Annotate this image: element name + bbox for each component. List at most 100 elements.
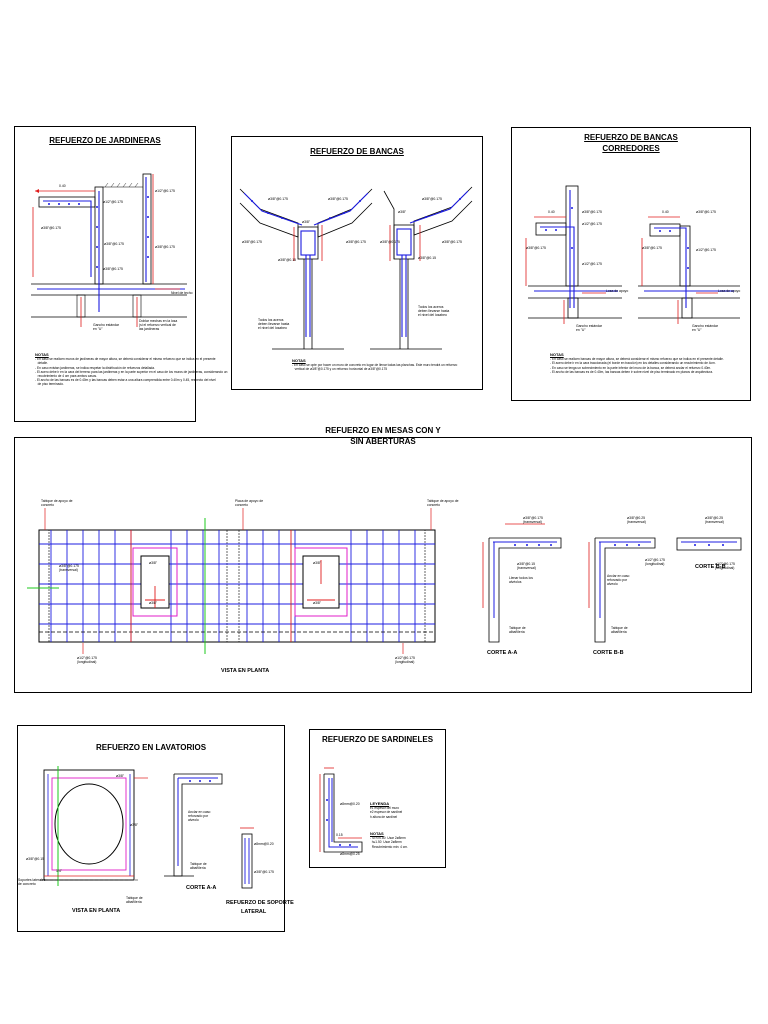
rebar-label: ø1/2"@0.175 [582, 222, 602, 226]
soporte-caption: REFUERZO DE SOPORTE [226, 900, 294, 906]
note-line: vertical de ø3/8"@0.175 y un refuerzo ho… [292, 367, 388, 372]
annot-label: Todos los aceros deben llevarse hasta el… [258, 318, 290, 330]
rebar-label: ø3/8" [313, 561, 321, 565]
plan-caption: VISTA EN PLANTA [221, 668, 270, 674]
notes-title: NOTAS [292, 358, 306, 363]
rebar-label: ø3/8"@0.15 [278, 258, 297, 262]
legend-line: h altura de sardinel [370, 814, 398, 819]
note-line: h≤1.50 Usar 2ø8mm [370, 840, 402, 845]
rebar-label: ø3/8"@0.175 [103, 267, 123, 271]
rebar-label: ø3/8" [149, 561, 157, 565]
lavatorios-drawing [40, 766, 254, 889]
note-line: - En caso se opte por hacer un muro de c… [292, 363, 458, 368]
rebar-label: ø3/8"@0.15 (transversal) [517, 562, 536, 570]
annot-label: Tabique de apoyo de concreto [427, 499, 459, 507]
panel-title: REFUERZO DE SARDINELES [321, 735, 434, 744]
annot-label: Tabique de albañilería [126, 896, 143, 904]
note-line: - El acero debe ir en la cara del terren… [35, 369, 228, 374]
rebar-label: ø1/2"@0.175 [696, 248, 716, 252]
rebar-label: ø3/8"@0.25 (transversal) [627, 516, 646, 524]
legend-line: e1 espesor del muro [370, 806, 400, 811]
note-line: de piso terminado. [35, 382, 64, 387]
rebar-label: ø3/8"@0.175 [422, 197, 442, 201]
notes-block: NOTAS - En caso se realicen muros de jar… [35, 352, 228, 387]
section-caption: CORTE A-A [487, 650, 518, 656]
note-line: - En caso existan jardineras, se indica … [35, 365, 155, 370]
panel-sardineles: REFUERZO DE SARDINELES ø8mm@0.20 ø8mm@0.… [309, 729, 446, 868]
panel-bancas: REFUERZO DE BANCAS [231, 136, 483, 390]
panel-jardineras: REFUERZO DE JARDINERAS [14, 126, 227, 422]
panel-subtitle: CORREDORES [602, 144, 660, 153]
annot-label: Losa de apoyo [718, 289, 741, 293]
panel-title: REFUERZO EN MESAS CON Y [325, 426, 441, 435]
rebar-label: ø3/8"@0.175 [346, 240, 366, 244]
rebar-label: ø1/2"@0.175 [582, 262, 602, 266]
annot-label: Tabique de apoyo de concreto [41, 499, 73, 507]
dim-label: 0.40 [59, 184, 66, 188]
section-caption: CORTE B-B [593, 650, 624, 656]
annot-label: Tabique de albañilería [611, 626, 628, 634]
rebar-label: ø3/8"@0.175 [254, 870, 274, 874]
note-line: - El ancho de las bancas es de 0.40m, la… [550, 369, 714, 374]
rebar-label: ø8mm@0.20 [254, 842, 274, 846]
rebar-label: ø3/8"@0.175 [242, 240, 262, 244]
panel-lavatorios: REFUERZO EN LAVATORIOS ø3/8" ø3/8" Sopor… [17, 725, 294, 932]
annot-label: Soportes laterales de concreto [18, 878, 46, 886]
note-line: detalle. [35, 361, 48, 366]
dim-label: 1/4" [56, 869, 62, 873]
note-line: recubrimiento de 4 cm para ambos casos. [35, 374, 98, 379]
annot-label: Gancho estándar en "U" [93, 323, 120, 331]
note-line: Recubrimiento min: 4 cm. [370, 844, 408, 849]
rebar-label: ø3/8" [302, 220, 310, 224]
soporte-caption: LATERAL [241, 909, 267, 915]
legend-block: LEYENDA e1 espesor del muro e2 espesor d… [370, 801, 403, 819]
rebar-label: ø3/8" [313, 601, 321, 605]
panel-title: REFUERZO DE JARDINERAS [49, 136, 161, 145]
legend-line: e2 espesor de sardinel [370, 810, 403, 815]
section-caption: CORTE A-A [186, 885, 217, 891]
annot-label: Nivel de techo [171, 291, 193, 295]
note-line: - El acero debe ir en la cara traccionad… [550, 361, 716, 366]
notes-title: NOTAS [370, 831, 384, 836]
rebar-label: ø3/8"@0.15 [418, 256, 437, 260]
rebar-label: ø3/8" [398, 210, 406, 214]
panel-mesas: REFUERZO EN MESAS CON Y REFUERZO EN MESA… [14, 426, 752, 693]
annot-label: Placa de apoyo de concreto [235, 499, 264, 507]
rebar-label: ø3/8"@0.25 (transversal) [705, 516, 724, 524]
rebar-label: ø3/8"@0.175 (transversal) [523, 516, 543, 524]
note-line: - En caso se realicen bancas de mayor al… [550, 357, 724, 362]
annot-label: Gancho estándar en "U" [692, 324, 719, 332]
panel-title: REFUERZO EN LAVATORIOS [95, 743, 207, 752]
panel-subtitle: SIN ABERTURAS [350, 437, 416, 446]
rebar-label: ø3/8"@0.175 [41, 226, 61, 230]
note-line: - En caso se realicen muros de jardinera… [35, 357, 216, 362]
notes-block: NOTAS - Si h>0.80 Usar 2ø8mm h≤1.50 Usar… [370, 831, 408, 849]
panel-bancas-corredores: REFUERZO DE BANCAS CORREDORES [511, 127, 751, 401]
annot-label: Todos los aceros deben llevarse hasta el… [418, 305, 450, 317]
rebar-label: ø3/8" [116, 774, 124, 778]
dim-label: 0.40 [548, 210, 555, 214]
rebar-label: ø8mm@0.20 [340, 802, 360, 806]
annot-label: Anclar en caso reforzado por alveolo [607, 574, 630, 586]
rebar-label: ø3/8"@0.175 [582, 210, 602, 214]
rebar-label: ø1/2"@0.175 (longitudinal) [715, 562, 735, 570]
bancas-drawing [239, 186, 473, 350]
notes-block: NOTAS - En caso se realicen bancas de ma… [550, 352, 724, 374]
rebar-label: ø3/8"@0.175 [104, 242, 124, 246]
rebar-label: ø1/2"@0.175 (longitudinal) [395, 656, 415, 664]
notes-title: NOTAS [35, 352, 49, 357]
sardineles-drawing [319, 767, 363, 853]
rebar-label: ø3/8"@0.175 [268, 197, 288, 201]
plan-caption: VISTA EN PLANTA [72, 908, 121, 914]
rebar-label: ø3/8"@0.175 [380, 240, 400, 244]
notes-title: NOTAS [550, 352, 564, 357]
rebar-label: ø3/8" [130, 823, 138, 827]
note-line: - El ancho de las bancas es de 0.40m y l… [35, 378, 216, 383]
rebar-label: ø1/2"@0.175 [103, 200, 123, 204]
annot-label: Tabique de albañilería [190, 862, 207, 870]
rebar-label: ø3/8"@0.175 [696, 210, 716, 214]
rebar-label: ø1/2"@0.175 (longitudinal) [645, 558, 665, 566]
panel-title: REFUERZO DE BANCAS [310, 147, 404, 156]
annot-label: Doblar mechas en la losa (si el refuerzo… [139, 319, 178, 331]
annot-label: Gancho estándar en "U" [576, 324, 603, 332]
